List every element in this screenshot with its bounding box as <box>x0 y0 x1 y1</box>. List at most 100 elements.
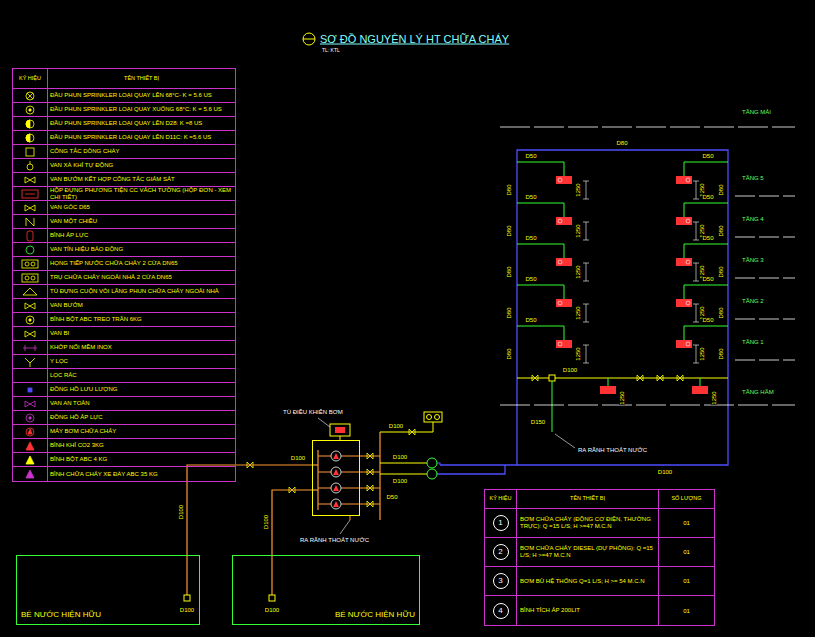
legend-text: ĐẦU PHUN SPRINKLER LOẠI QUAY LÊN 68°C- K… <box>50 92 212 99</box>
pipe-label: D50 <box>525 194 536 200</box>
table-cell: BÌNH TÍCH ÁP 200LIT <box>517 596 659 625</box>
pipe-label: TẦNG 1 <box>742 339 764 345</box>
building-piping <box>440 150 728 465</box>
legend-symbol <box>13 327 47 340</box>
legend-text: KHỚP NỐI MỀM INOX <box>50 344 112 351</box>
table-header-cell: TÊN THIẾT BỊ <box>48 69 235 88</box>
legend-symbol <box>13 187 47 200</box>
legend-row: BÌNH BỘT ABC 4 KG <box>13 453 235 467</box>
legend-text-cell: VAN GÓC D65 <box>50 201 233 214</box>
building-piping <box>693 222 699 223</box>
basement-piping <box>600 386 616 394</box>
legend-symbol <box>25 205 35 211</box>
pipe-label: D80 <box>506 225 512 236</box>
legend-symbol <box>28 429 32 434</box>
building-piping <box>696 181 697 199</box>
pipe-label: D80 <box>718 184 724 195</box>
pump-station <box>341 488 380 489</box>
basement-piping <box>500 405 795 406</box>
legend-symbol <box>23 345 37 351</box>
pipe-label: TẦNG MÁI <box>742 109 771 115</box>
legend-text: ĐẦU PHUN SPRINKLER LOẠI QUAY LÊN D11C: K… <box>50 134 211 141</box>
legend-symbol <box>22 274 38 282</box>
legend-symbol <box>23 345 37 351</box>
building-piping <box>437 127 795 474</box>
pipe-label: 1250 <box>699 347 705 360</box>
pipe-label: 1250 <box>575 347 581 360</box>
legend-symbol <box>27 93 33 99</box>
table-text: 01 <box>683 608 690 614</box>
legend-text-cell: ĐẦU PHUN SPRINKLER LOẠI QUAY LÊN D11C: K… <box>50 131 233 144</box>
building-piping <box>556 176 572 184</box>
building-piping <box>586 304 587 322</box>
legend-row: ĐẦU PHUN SPRINKLER LOẠI QUAY LÊN 68°C- K… <box>13 89 235 103</box>
legend-symbol <box>13 397 47 410</box>
building-piping <box>556 258 572 266</box>
table-cell: BƠM CHỮA CHÁY (ĐỘNG CƠ ĐIỆN, THƯỜNG TRỰC… <box>517 509 659 538</box>
pipe-label: D80 <box>718 266 724 277</box>
legend-symbol <box>26 134 30 142</box>
legend-text: Y LỌC <box>50 358 68 365</box>
building-piping <box>686 301 690 305</box>
legend-text: VAN GÓC D65 <box>50 204 90 211</box>
legend-row: VAN XẢ KHÍ TỰ ĐỘNG <box>13 159 235 173</box>
building-piping <box>556 340 572 348</box>
building-piping <box>676 299 692 307</box>
building-piping <box>684 285 728 299</box>
legend-symbol <box>13 173 47 186</box>
building-piping <box>735 237 795 238</box>
pipe-label: D50 <box>525 235 536 241</box>
legend-symbol <box>13 425 47 438</box>
building-piping <box>558 342 562 346</box>
table-header: TÊN THIẾT BỊ <box>124 76 159 82</box>
legend-symbol <box>28 388 32 392</box>
building-piping <box>686 342 690 346</box>
legend-text-cell: ĐẦU PHUN SPRINKLER LOẠI QUAY LÊN D28: K … <box>50 117 233 130</box>
legend-text-cell: ĐẦU PHUN SPRINKLER LOẠI QUAY XUỐNG 68°C:… <box>50 103 233 116</box>
legend-text: TỦ ĐỰNG CUỘN VÒI LĂNG PHUN CHỮA CHÁY NGO… <box>50 288 219 295</box>
legend-symbol <box>27 231 33 241</box>
legend-symbol <box>22 260 38 268</box>
legend-symbol <box>26 316 34 324</box>
pump-station <box>318 504 331 505</box>
legend-row: HỘP ĐỰNG PHƯƠNG TIỆN CC VÁCH TƯỜNG (HỘP … <box>13 187 235 201</box>
pump-station <box>367 501 373 507</box>
pump-station <box>335 427 345 433</box>
pump-station <box>379 432 380 520</box>
building-piping <box>586 181 587 199</box>
callout-number: 2 <box>493 544 509 560</box>
building-piping <box>676 340 692 348</box>
pipe-label: D50 <box>702 194 713 200</box>
legend-symbol <box>25 331 35 337</box>
legend-row: VAN GÓC D65 <box>13 201 235 215</box>
pipe-label: TẦNG 5 <box>742 175 764 181</box>
pipe-label: D100 <box>658 469 672 475</box>
legend-row: ĐẦU PHUN SPRINKLER LOẠI QUAY LÊN D11C: K… <box>13 131 235 145</box>
legend-symbol <box>13 271 47 284</box>
tank-outlet <box>271 555 272 595</box>
legend-symbol <box>25 205 35 211</box>
table-text: BƠM CHỮA CHÁY (ĐỘNG CƠ ĐIỆN, THƯỜNG TRỰC… <box>520 516 655 530</box>
legend-symbol <box>13 285 47 298</box>
title-mark <box>303 33 315 45</box>
building-piping <box>558 219 562 223</box>
callout-number: 3 <box>493 573 509 589</box>
legend-symbol <box>13 89 47 102</box>
legend-row: MÁY BƠM CHỮA CHÁY <box>13 425 235 439</box>
legend-symbol <box>26 148 34 156</box>
legend-row: ĐẦU PHUN SPRINKLER LOẠI QUAY LÊN D28: K … <box>13 117 235 131</box>
legend-symbol <box>25 177 35 183</box>
legend-symbol <box>25 262 29 266</box>
pump-station <box>247 412 442 534</box>
legend-row: BÌNH CHỮA CHÁY XE ĐẨY ABC 35 KG <box>13 467 235 481</box>
pump-station <box>350 516 351 520</box>
legend-row: TỦ ĐỰNG CUỘN VÒI LĂNG PHUN CHỮA CHÁY NGO… <box>13 285 235 299</box>
building-piping <box>586 345 587 363</box>
pump-station <box>331 451 341 461</box>
basement-piping <box>657 375 663 381</box>
legend-text: VAN BƯỚM KẾT HỢP CÔNG TẮC GIÁM SÁT <box>50 176 175 183</box>
legend-text: TRỤ CHỮA CHÁY NGOÀI NHÀ 2 CỬA DN65 <box>50 274 172 281</box>
pipe-label: 1250 <box>575 183 581 196</box>
tank-outlet <box>184 555 275 601</box>
